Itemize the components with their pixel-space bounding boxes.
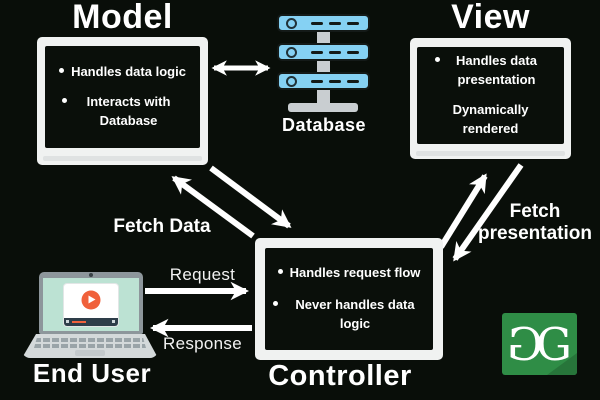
model-title: Model [72, 0, 173, 36]
laptop-trackpad-icon [75, 350, 105, 356]
response-label: Response [163, 334, 242, 353]
database-base [288, 103, 358, 112]
video-player-icon [64, 283, 118, 326]
model-bullet-1-text: Handles data logic [71, 64, 186, 80]
controller-bullet-1: Handles request flow [277, 264, 421, 283]
model-monitor: Handles data logic Interacts with Databa… [37, 37, 208, 165]
view-monitor: Handles data presentation Dynamically re… [410, 38, 571, 159]
bullet-icon [434, 57, 440, 63]
player-controls-icon [64, 317, 118, 326]
geeksforgeeks-logo: G G [502, 313, 577, 375]
view-bullet-1-text: Handles data presentation [456, 53, 537, 88]
request-label: Request [169, 265, 236, 284]
view-screen: Handles data presentation Dynamically re… [417, 47, 564, 144]
view-bullet-1: Handles data presentation [434, 52, 547, 90]
view-monitor-bezel [416, 151, 565, 156]
database-server-2 [277, 43, 370, 61]
controller-bullet-1-text: Handles request flow [289, 265, 421, 281]
laptop-icon [39, 272, 143, 334]
controller-bullet-2: Never handles data logic [273, 296, 425, 334]
model-screen: Handles data logic Interacts with Databa… [45, 46, 200, 148]
laptop-keyboard-icon [34, 336, 146, 348]
database-server-3 [277, 72, 370, 90]
end-user-label: End User [32, 358, 152, 388]
model-bullet-2-text: Interacts with Database [86, 94, 171, 128]
fetch-data-label: Fetch Data [113, 216, 211, 237]
server-led-icon [286, 75, 297, 87]
database-icon [277, 8, 371, 143]
model-monitor-bezel [43, 156, 202, 161]
view-note-text: Dynamically rendered [452, 102, 529, 136]
database-label: Database [281, 115, 367, 135]
model-bullet-2: Interacts with Database [61, 93, 184, 131]
server-dashes-icon [311, 21, 359, 25]
server-led-icon [286, 46, 297, 58]
laptop-screen [43, 278, 139, 331]
controller-bullet-2-text: Never handles data logic [295, 297, 415, 331]
server-dashes-icon [311, 79, 359, 83]
play-button-icon [81, 290, 101, 309]
bullet-icon [277, 269, 283, 275]
laptop-camera-icon [89, 273, 93, 277]
database-server-1 [277, 14, 370, 32]
controller-screen: Handles request flow Never handles data … [265, 248, 433, 350]
server-dashes-icon [311, 50, 359, 54]
bullet-icon [273, 301, 278, 307]
model-bullet-1: Handles data logic [59, 63, 186, 82]
view-title: View [451, 0, 530, 36]
arrow-model-to-controller [209, 165, 292, 229]
logo-letter-right: G [536, 317, 572, 371]
controller-box: Handles request flow Never handles data … [255, 238, 443, 360]
bullet-icon [59, 68, 65, 74]
bullet-icon [61, 98, 67, 104]
controller-label: Controller [268, 360, 412, 392]
laptop-base [22, 334, 158, 358]
fetch-presentation-label: Fetch presentation [477, 201, 593, 244]
server-led-icon [286, 17, 297, 29]
